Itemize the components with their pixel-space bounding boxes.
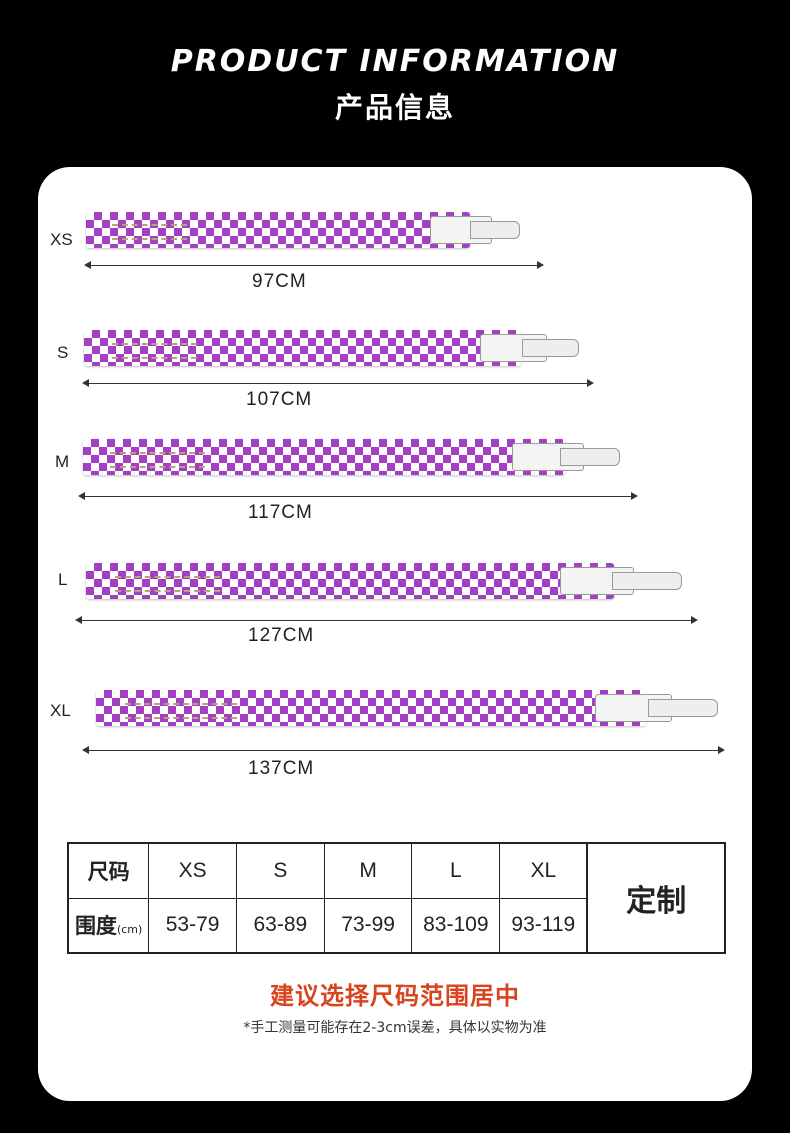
buckle-tip-icon	[648, 699, 718, 717]
strap-image-m	[83, 439, 565, 475]
length-label-xl: 137CM	[248, 758, 315, 779]
measure-arrow-xl	[82, 746, 725, 754]
table-cell-range: 83-109	[411, 897, 501, 954]
strap-image-s	[84, 330, 521, 366]
strap-stitch	[112, 357, 197, 359]
size-table: 尺码 XS S M L XL 定制 围度(cm) 53-79 63-89 73-…	[67, 842, 726, 954]
measure-arrow-m	[78, 492, 638, 500]
strap-image-xl	[96, 690, 646, 726]
girth-label: 围度	[74, 914, 117, 939]
measure-arrow-l	[75, 616, 698, 624]
girth-unit: (cm)	[116, 923, 143, 937]
strap-stitch	[115, 590, 220, 592]
buckle-tip-icon	[612, 572, 682, 590]
table-cell-size: XS	[148, 842, 237, 899]
size-label-s: S	[57, 343, 69, 362]
size-label-xl: XL	[50, 701, 71, 720]
size-label-l: L	[58, 570, 68, 589]
recommendation-text: 建议选择尺码范围居中	[270, 982, 520, 1010]
table-cell-size: XL	[499, 842, 588, 899]
buckle-tip-icon	[560, 448, 620, 466]
strap-stitch	[110, 452, 205, 454]
table-row: 尺码 XS S M L XL 定制	[67, 842, 726, 954]
measure-arrow-s	[82, 379, 594, 387]
table-cell-range: 53-79	[148, 897, 237, 954]
strap-image-xs	[86, 212, 470, 248]
strap-image-l	[86, 563, 614, 599]
table-cell-range: 63-89	[235, 897, 325, 954]
strap-stitch	[112, 343, 197, 345]
strap-stitch	[112, 224, 187, 226]
title-chinese: 产品信息	[334, 91, 455, 124]
title-english: PRODUCT INFORMATION	[170, 44, 620, 79]
buckle-tip-icon	[470, 221, 520, 239]
table-cell-range: 93-119	[499, 897, 588, 954]
strap-stitch	[110, 466, 205, 468]
size-label-m: M	[55, 452, 70, 471]
table-cell-custom: 定制	[586, 842, 726, 954]
table-cell-size: S	[235, 842, 325, 899]
length-label-m: 117CM	[248, 502, 313, 523]
size-label-xs: XS	[50, 230, 73, 249]
measure-arrow-xs	[84, 261, 544, 269]
length-label-l: 127CM	[248, 625, 315, 646]
table-cell-size: L	[411, 842, 501, 899]
table-header-girth: 围度(cm)	[67, 897, 150, 954]
strap-stitch	[125, 703, 237, 705]
length-label-xs: 97CM	[252, 271, 307, 292]
measurement-note: *手工测量可能存在2-3cm误差，具体以实物为准	[243, 1020, 547, 1036]
product-card	[38, 167, 752, 1101]
strap-stitch	[125, 717, 237, 719]
table-row: 围度(cm) 53-79 63-89 73-99 83-109 93-119	[67, 897, 725, 954]
strap-stitch	[115, 576, 220, 578]
strap-stitch	[112, 238, 187, 240]
length-label-s: 107CM	[246, 389, 313, 410]
table-cell-size: M	[323, 842, 413, 899]
buckle-tip-icon	[522, 339, 579, 357]
table-cell-range: 73-99	[323, 897, 413, 954]
table-header-size: 尺码	[67, 842, 150, 899]
